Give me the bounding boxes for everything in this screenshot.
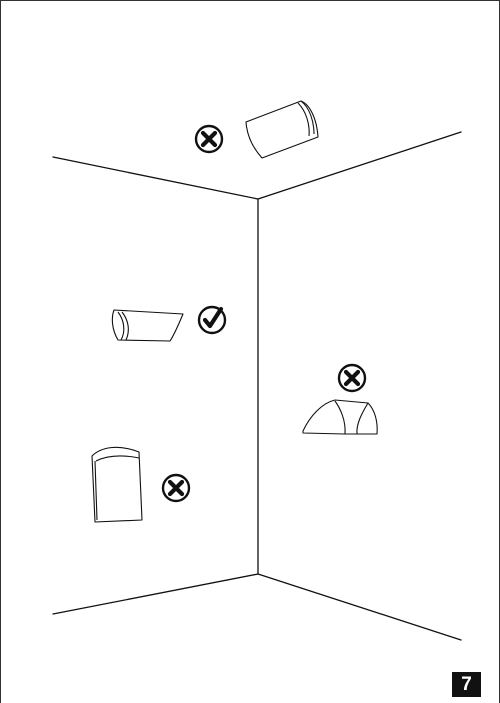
- ceiling-right-edge: [257, 131, 462, 200]
- speaker-wall-high: [111, 309, 184, 342]
- cross-mark-icon: [194, 124, 224, 154]
- page-number: 7: [452, 672, 481, 697]
- check-mark-icon: [197, 305, 227, 335]
- speaker-ceiling: [245, 100, 319, 159]
- floor-left-edge: [52, 573, 259, 615]
- floor-right-edge: [257, 573, 462, 641]
- ceiling-left-edge: [52, 156, 259, 200]
- speaker-right-wall: [302, 399, 378, 435]
- cross-mark-icon: [337, 363, 367, 393]
- cross-mark-icon: [161, 473, 191, 503]
- speaker-wall-low: [91, 446, 143, 523]
- room-lines: [52, 131, 462, 641]
